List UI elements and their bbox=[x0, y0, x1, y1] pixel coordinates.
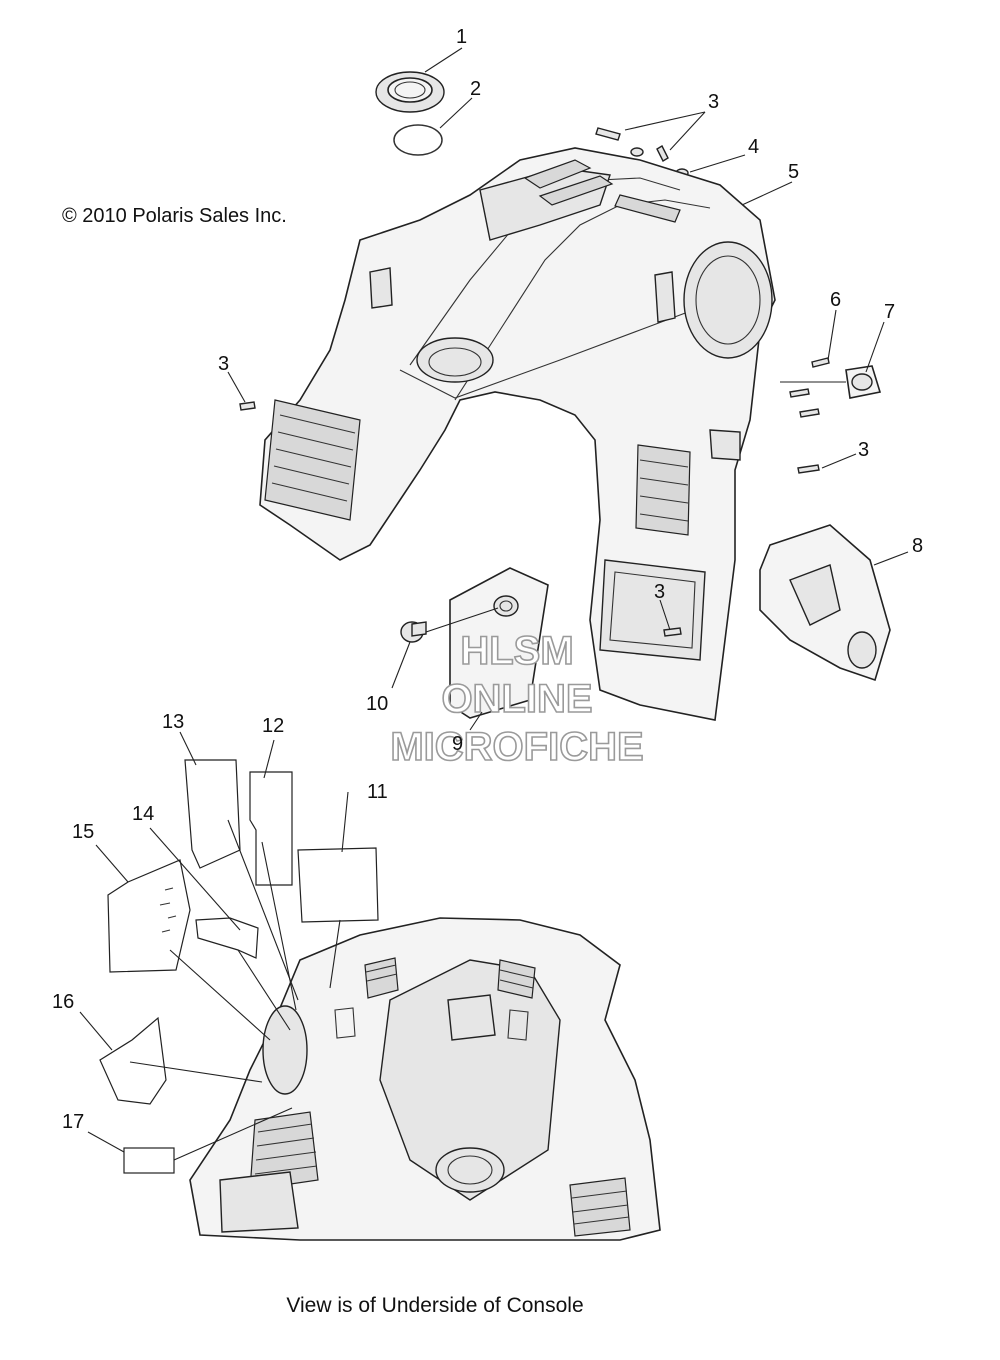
part-1-fuel-cap-ring[interactable] bbox=[375, 71, 445, 113]
callout-4: 4 bbox=[748, 136, 759, 158]
part-3-screw-left[interactable] bbox=[239, 401, 256, 411]
leader-lines bbox=[79, 47, 909, 1161]
watermark-line-3: MICROFICHE bbox=[390, 725, 643, 769]
callout-15: 15 bbox=[72, 821, 94, 843]
callout-14: 14 bbox=[132, 803, 154, 825]
part-16-decal[interactable] bbox=[99, 1016, 167, 1105]
part-5-console[interactable] bbox=[259, 147, 776, 721]
part-10-knob[interactable] bbox=[400, 621, 427, 643]
callout-6: 6 bbox=[830, 289, 841, 311]
part-7-bracket[interactable] bbox=[845, 365, 882, 399]
callout-17: 17 bbox=[62, 1111, 84, 1133]
part-15-decal[interactable] bbox=[107, 859, 191, 973]
console-underside-view bbox=[189, 917, 661, 1241]
callout-1: 1 bbox=[456, 26, 467, 48]
part-17-decal[interactable] bbox=[123, 1147, 175, 1174]
callout-7: 7 bbox=[884, 301, 895, 323]
part-9-switch-panel[interactable] bbox=[449, 567, 549, 719]
callout-11: 11 bbox=[367, 781, 388, 803]
part-3-screw-bottom[interactable] bbox=[663, 627, 682, 637]
left-vent-louvres bbox=[264, 399, 361, 521]
callout-3-left: 3 bbox=[218, 353, 229, 375]
callouts: 1 2 3 4 5 3 6 7 3 8 3 10 9 13 12 11 14 1… bbox=[52, 26, 923, 1133]
part-3-screw-top[interactable] bbox=[595, 127, 669, 162]
watermark: HLSM ONLINE MICROFICHE bbox=[390, 628, 645, 770]
part-13-decal[interactable] bbox=[184, 759, 241, 869]
part-6-screw[interactable] bbox=[789, 357, 830, 418]
part-11-decal[interactable] bbox=[297, 847, 379, 923]
part-3-screw-right[interactable] bbox=[797, 464, 820, 474]
callout-5: 5 bbox=[788, 161, 799, 183]
callout-3-bottom: 3 bbox=[654, 581, 665, 603]
diagram-caption: View is of Underside of Console bbox=[286, 1294, 583, 1317]
part-12-decal[interactable] bbox=[249, 771, 293, 886]
callout-9: 9 bbox=[452, 733, 463, 755]
callout-3-right: 3 bbox=[858, 439, 869, 461]
part-14-decal[interactable] bbox=[195, 917, 259, 959]
callout-12: 12 bbox=[262, 715, 284, 737]
watermark-line-1: HLSM bbox=[460, 629, 573, 673]
copyright-text: © 2010 Polaris Sales Inc. bbox=[62, 205, 287, 227]
watermark-line-2: ONLINE bbox=[441, 677, 592, 721]
part-2-o-ring[interactable] bbox=[393, 124, 443, 156]
callout-3-top: 3 bbox=[708, 91, 719, 113]
callout-13: 13 bbox=[162, 711, 184, 733]
part-8-side-cover[interactable] bbox=[759, 524, 891, 682]
callout-2: 2 bbox=[470, 78, 481, 100]
callout-8: 8 bbox=[912, 535, 923, 557]
right-vent-louvres bbox=[635, 444, 691, 536]
callout-16: 16 bbox=[52, 991, 74, 1013]
callout-10: 10 bbox=[366, 693, 388, 715]
